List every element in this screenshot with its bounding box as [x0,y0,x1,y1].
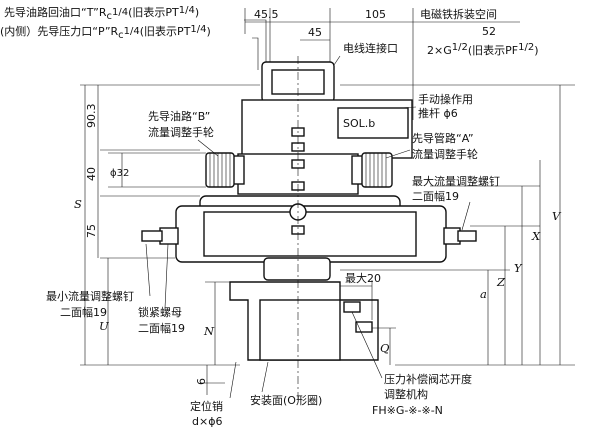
sub-plate-inner [259,299,341,361]
handwheel-a [361,152,393,188]
lock-nut-label-2: 二面幅19 [138,322,185,335]
wire-port-label: 电线连接口 [343,41,398,55]
compensator-leader [351,311,383,379]
locating-pin-leader [229,361,237,399]
min-screw-label-2: 二面幅19 [60,306,107,319]
base-top [263,257,331,281]
pilot-p-leader [252,37,259,70]
dim-u: U [99,319,109,333]
dim-90-3: 90.3 [85,104,98,129]
wire-thread-label: 2×G1/2(旧表示PF1/2) [427,42,539,57]
knurl [365,153,387,187]
dim-52: 52 [482,25,496,38]
max-screw-label-1: 最大流量调整螺钉 [412,174,500,188]
pilot-t-port-label: 先导油路回油口“T”Rc1/4(旧表示PT1/4) [4,5,199,22]
handwheel-b [205,152,235,188]
main-valve-body-inner [203,211,417,257]
pilot-b-label-1: 先导油路“B” [148,109,210,123]
pilot-b-label-2: 流量调整手轮 [148,125,214,139]
dim-a: a [480,287,487,301]
manual-pin-label-1: 手动操作用 [418,92,473,106]
dim-x: X [531,229,541,243]
locating-pin-label-2: d×ϕ6 [192,415,222,428]
solenoid-space-label: 电磁铁拆装空间 [420,7,497,21]
dim-n: N [203,324,215,338]
dim-q: Q [380,341,390,355]
dim-40: 40 [85,167,98,181]
dim-s: S [74,197,82,211]
dim-45-5: 45.5 [254,8,279,21]
max-screw-label-2: 二面幅19 [412,190,459,203]
dim-phi32: ϕ32 [110,168,129,179]
pilot-t-leader [244,19,267,68]
compensator-screw [355,321,373,333]
min-screw [141,230,163,242]
manual-pin-label-2: 推杆 ϕ6 [418,106,458,120]
dim-y: Y [514,261,523,275]
mount-face-leader [261,361,269,393]
lock-nut-leader [164,243,169,309]
manual-pin-leader [399,106,417,109]
max-screw [457,230,477,242]
dim-z: Z [496,275,506,289]
compensator-adjust [343,301,361,313]
knurl [209,153,231,187]
compensator-label-3: FH※G-※-※-N [372,404,443,417]
pilot-a-leader [385,149,411,159]
dim-45: 45 [308,26,322,39]
min-screw-leader [145,243,151,297]
min-screw-label-1: 最小流量调整螺钉 [46,289,134,303]
compensator-label-2: 调整机构 [384,387,428,401]
pilot-a-label-1: 先导管路“A” [412,131,474,145]
dim-105: 105 [365,8,386,21]
dim-v: V [552,209,562,223]
lock-nut-label-1: 锁紧螺母 [138,305,182,319]
locating-pin-label-1: 定位销 [190,399,223,413]
max-screw-leader [461,201,471,231]
max-20-label: 最大20 [345,271,381,285]
dim-6: 6 [195,378,208,385]
pilot-p-port-label: (内侧）先导压力口“P”Rc1/4(旧表示PT1/4) [0,24,211,41]
pilot-a-label-2: 流量调整手轮 [412,147,478,161]
sol-b-box [337,107,409,139]
mount-face-label: 安装面(O形圈) [250,393,322,407]
pilot-b-leader [197,139,219,157]
dim-75: 75 [85,224,98,238]
sol-b-label: SOL.b [343,117,375,130]
compensator-label-1: 压力补偿阀芯开度 [384,372,472,386]
